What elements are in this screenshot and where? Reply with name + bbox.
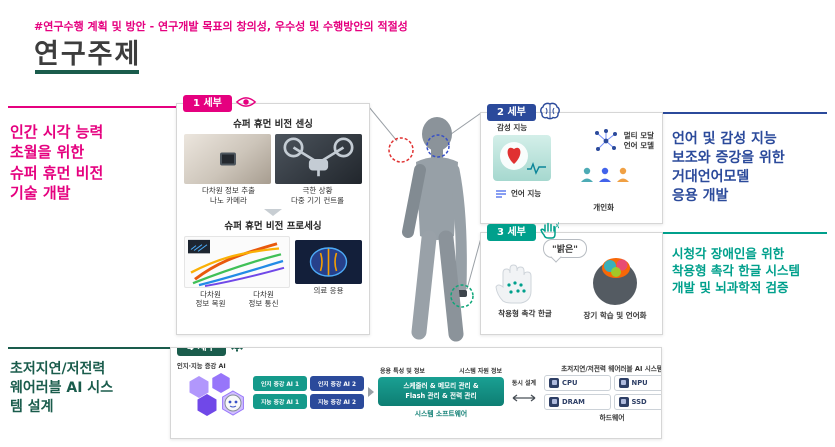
emotion-image: [493, 135, 551, 181]
language-row: 언어 지능: [495, 189, 541, 199]
panel-2-badge: 2 세부: [487, 104, 536, 121]
hand-icon: [539, 221, 561, 241]
drone-icon: [283, 137, 354, 177]
person-icon: [617, 167, 629, 182]
brain-icon: [539, 101, 561, 121]
ai-chip: 지능 증강 AI 2: [310, 393, 364, 409]
system-software-block: 응용 특성 및 정보 시스템 자원 정보 스케줄러 & 메모리 관리 & Fla…: [378, 366, 504, 418]
hw-chip-grid: CPU NPU DRAM SSD: [544, 374, 661, 410]
sw-header-app: 응용 특성 및 정보: [380, 367, 425, 375]
multimodal-row: 멀티 모달 언어 모델: [593, 129, 654, 153]
accent-line-2: [662, 112, 827, 114]
codesign-block: 동시 설계: [508, 378, 540, 407]
person-silhouette: [402, 117, 467, 342]
chip-icon: [549, 377, 559, 388]
smartwatch: [455, 290, 467, 297]
network-icon: [594, 129, 617, 151]
label-personalization: 개인화: [593, 203, 614, 212]
panel-2-llm: 2 세부 감성 지능 언어 지능: [480, 102, 663, 224]
label-glove: 착용형 촉각 한글: [498, 309, 552, 318]
panel-3-tactile: 3 세부 "밝은" 착용형 촉각 한글: [480, 222, 663, 335]
label-learning: 장기 학습 및 언어화: [583, 311, 647, 320]
head-focus-circle: [426, 134, 450, 158]
tactile-glove-image: [491, 261, 557, 305]
sw-header-resource: 시스템 자원 정보: [459, 367, 502, 375]
ai-chip-grid: 인지 증강 AI 1 인지 증강 AI 2 지능 증강 AI 1 지능 증강 A…: [253, 375, 364, 409]
connector-panel3: [466, 237, 482, 290]
hw-chip-ssd: SSD: [613, 393, 661, 410]
panel-1-badge: 1 세부: [183, 95, 232, 112]
title-underline: [35, 70, 139, 74]
cluster-label: 인지·지능 증강 AI: [177, 363, 226, 370]
label-multimodal: 멀티 모달 언어 모델: [623, 131, 654, 150]
accent-line-3: [662, 232, 827, 234]
chip-icon: [618, 377, 629, 388]
ai-cluster: 인지·지능 증강 AI: [177, 361, 249, 423]
side-label-tactile: 시청각 장애인을 위한 착용형 촉각 한글 시스템 개발 및 뇌과학적 검증: [672, 246, 801, 295]
spectra-image: [184, 235, 290, 288]
panel-4-content: 인지·지능 증강 AI 인지 증강 AI 1 인지 증강 AI 2 지능 증강 …: [171, 348, 661, 427]
camera-chip: [219, 152, 236, 166]
nano-camera-image: [184, 134, 271, 184]
hw-chip-cpu: CPU: [544, 374, 611, 391]
scheduler-box: 스케줄러 & 메모리 관리 & Flash 관리 & 전력 관리: [378, 376, 504, 407]
drone-control-image: [275, 134, 362, 184]
sensing-images: [177, 130, 369, 186]
hw-chip-npu: NPU: [613, 374, 661, 391]
eye-icon: [235, 92, 257, 112]
ai-chip: 인지 증강 AI 2: [310, 375, 364, 391]
ai-chip: 지능 증강 AI 1: [253, 393, 307, 409]
sw-caption: 시스템 소프트웨어: [414, 410, 468, 419]
person-icon: [581, 167, 593, 182]
label-emotion: 감성 지능: [497, 123, 528, 132]
hw-chip-dram: DRAM: [544, 393, 611, 410]
text-lines-icon: [496, 190, 506, 198]
side-label-vision: 인간 시각 능력 초월을 위한 슈퍼 휴먼 비전 기술 개발: [10, 123, 104, 202]
memory-icon: [549, 396, 559, 407]
accent-line-4: [8, 347, 170, 349]
ecg-line: [527, 161, 546, 175]
label-language: 언어 지능: [511, 189, 542, 199]
caption-nano-camera: 다차원 정보 추출 나노 카메라: [201, 186, 256, 205]
gear-icon: [229, 348, 251, 356]
caption-comm: 다차원 정보 통신: [248, 289, 279, 309]
processing-title: 슈퍼 휴먼 비전 프로세싱: [224, 220, 322, 232]
page-title: 연구주제: [34, 39, 142, 70]
accent-line-1: [8, 106, 176, 108]
hexagon-cluster-image: [189, 373, 244, 416]
tagline: #연구수행 계획 및 방안 - 연구개발 목표의 창의성, 우수성 및 수행방안…: [34, 20, 408, 33]
robot-face-icon: [224, 394, 242, 412]
eye-focus-circle: [388, 137, 414, 163]
panel-1-vision: 1 세부 슈퍼 휴먼 비전 센싱 다차원 정보 추출 나노 카메라: [176, 95, 370, 335]
medical-brain-image: [295, 239, 362, 284]
caption-medical: 의료 응용: [313, 285, 344, 295]
panel-4-wearable: 4 세부 인지·지능 증강 AI: [170, 347, 662, 439]
panel-3-badge: 3 세부: [487, 224, 536, 241]
brain-learning-image: [587, 251, 643, 307]
down-arrow-icon: [264, 208, 282, 216]
hw-caption: 하드웨어: [599, 413, 625, 422]
ai-chip: 인지 증강 AI 1: [253, 375, 307, 391]
double-arrow-icon: [512, 393, 536, 402]
sensing-title: 슈퍼 휴먼 비전 센싱: [233, 119, 313, 130]
person-icon: [599, 167, 611, 182]
speech-bubble: "밝은": [543, 239, 587, 258]
connector-panel2: [443, 112, 482, 140]
side-label-wearable: 초저지연/저전력 웨어러블 AI 시스 템 설계: [10, 361, 114, 415]
caption-restore: 다차원 정보 복원: [195, 289, 226, 309]
hardware-block: 초저지연/저전력 웨어러블 AI 시스템 CPU NPU DRAM SSD 하드…: [544, 363, 662, 422]
hw-title: 초저지연/저전력 웨어러블 AI 시스템: [561, 364, 662, 373]
heart-icon: [507, 147, 521, 164]
caption-multi-device: 극한 상황 다중 기기 컨트롤: [290, 186, 345, 205]
side-label-llm: 언어 및 감성 지능 보조와 증강을 위한 거대언어모델 응용 개발: [672, 131, 785, 204]
codesign-label: 동시 설계: [511, 379, 537, 387]
right-arrow-icon: [368, 387, 374, 397]
connector-panel1: [368, 106, 398, 142]
personalization-people: [580, 167, 630, 183]
panel-4-badge: 4 세부: [177, 348, 226, 356]
wrist-focus-circle: [450, 284, 474, 308]
drive-icon: [618, 396, 629, 407]
